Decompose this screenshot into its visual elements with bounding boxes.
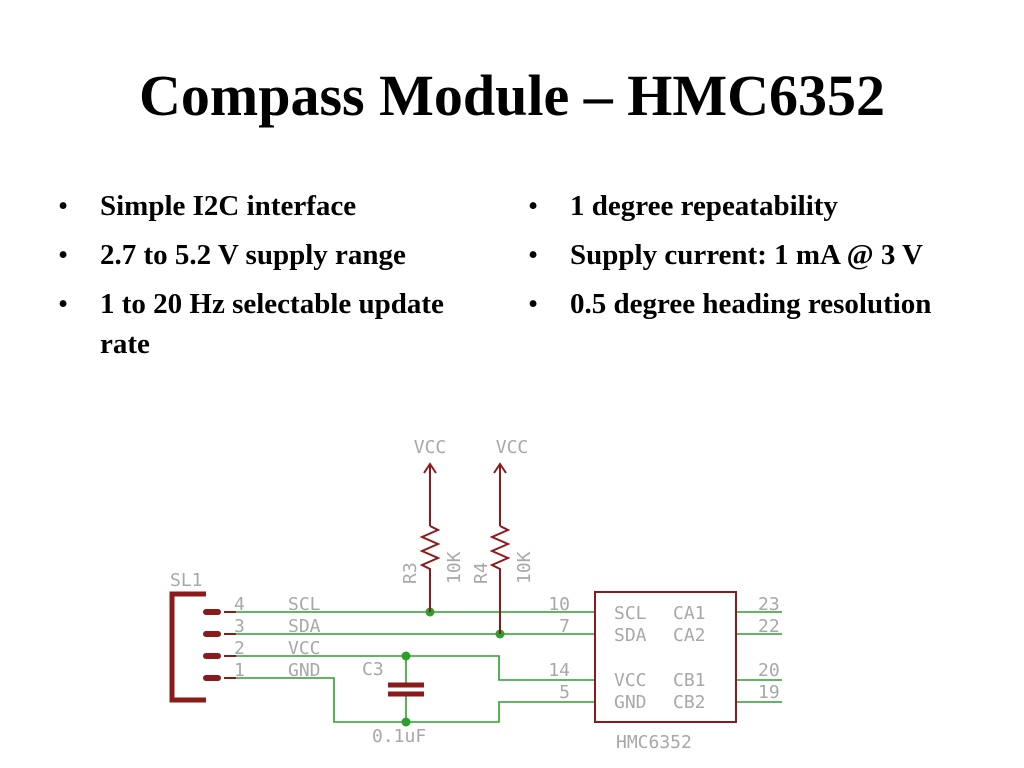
wires (224, 611, 782, 723)
ic-pin-number-label: 23 (758, 594, 780, 615)
capacitor-name-label: C3 (362, 659, 384, 680)
slide-title: Compass Module – HMC6352 (139, 63, 885, 128)
net-label: VCC (288, 638, 321, 659)
bullet-text: Supply current: 1 mA @ 3 V (570, 239, 923, 271)
resistor-name-label: R4 (471, 562, 492, 584)
vcc-label: VCC (496, 437, 529, 458)
ic-name-label: HMC6352 (616, 732, 692, 753)
bullet-item: • 2.7 to 5.2 V supply range (58, 235, 468, 275)
bullet-icon: • (528, 288, 539, 320)
vcc-arrow-icon (493, 462, 507, 526)
bullet-item: • 1 to 20 Hz selectable update rate (58, 284, 468, 364)
bullet-item: • 1 degree repeatability (528, 186, 968, 226)
ic-pin-number-label: 10 (548, 594, 570, 615)
ic-pin-name-label: CB1 (673, 670, 706, 691)
net-label: GND (288, 660, 321, 681)
resistor-r3-icon (419, 525, 441, 612)
pin-number-label: 1 (234, 660, 245, 681)
capacitor-c3-icon (388, 682, 424, 697)
ic-pin-name-label: GND (614, 692, 647, 713)
schematic-labels: VCC VCC R3 10K R4 10K SL1 4 3 2 1 SCL SD… (170, 437, 780, 753)
ic-pin-name-label: SDA (614, 625, 647, 646)
bullet-text: 2.7 to 5.2 V supply range (100, 239, 406, 271)
net-label: SDA (288, 616, 321, 637)
pin-number-label: 3 (234, 616, 245, 637)
bullet-text: 1 to 20 Hz selectable update rate (100, 288, 444, 360)
bullet-text: 0.5 degree heading resolution (570, 288, 932, 320)
bullet-icon: • (58, 190, 69, 222)
resistor-value-label: 10K (444, 551, 465, 584)
ic-pin-number-label: 22 (758, 616, 780, 637)
resistor-value-label: 10K (514, 551, 535, 584)
vcc-label: VCC (414, 437, 447, 458)
ic-pin-name-label: VCC (614, 670, 647, 691)
right-bullet-list: • 1 degree repeatability • Supply current:… (528, 186, 968, 333)
vcc-arrow-icon (423, 462, 437, 526)
bullet-icon: • (58, 288, 69, 320)
bullet-text: Simple I2C interface (100, 190, 357, 222)
components (224, 462, 737, 723)
connector-sl1 (169, 591, 221, 703)
connector-name-label: SL1 (170, 570, 203, 591)
capacitor-value-label: 0.1uF (372, 726, 426, 747)
pin-number-label: 2 (234, 638, 245, 659)
ic-pin-name-label: CA2 (673, 625, 706, 646)
ic-pin-name-label: SCL (614, 603, 647, 624)
resistor-name-label: R3 (400, 562, 421, 584)
ic-pin-number-label: 20 (758, 660, 780, 681)
bullet-item: • 0.5 degree heading resolution (528, 284, 968, 324)
bullet-icon: • (528, 239, 539, 271)
bullet-item: • Supply current: 1 mA @ 3 V (528, 235, 968, 275)
ic-pin-name-label: CA1 (673, 603, 706, 624)
bullet-icon: • (58, 239, 69, 271)
ic-pin-name-label: CB2 (673, 692, 706, 713)
ic-pin-number-label: 7 (559, 616, 570, 637)
ic-pin-number-label: 19 (758, 682, 780, 703)
connector-body (169, 591, 206, 703)
junction-dots (401, 607, 505, 727)
bullet-icon: • (528, 190, 539, 222)
net-label: SCL (288, 594, 321, 615)
pin-number-label: 4 (234, 594, 245, 615)
bullet-item: • Simple I2C interface (58, 186, 468, 226)
ic-pin-number-label: 5 (559, 682, 570, 703)
left-bullet-list: • Simple I2C interface • 2.7 to 5.2 V supp… (58, 186, 468, 373)
ic-body (594, 591, 737, 723)
ic-pin-number-label: 14 (548, 660, 570, 681)
resistor-r4-icon (489, 525, 511, 634)
bullet-text: 1 degree repeatability (570, 190, 838, 222)
